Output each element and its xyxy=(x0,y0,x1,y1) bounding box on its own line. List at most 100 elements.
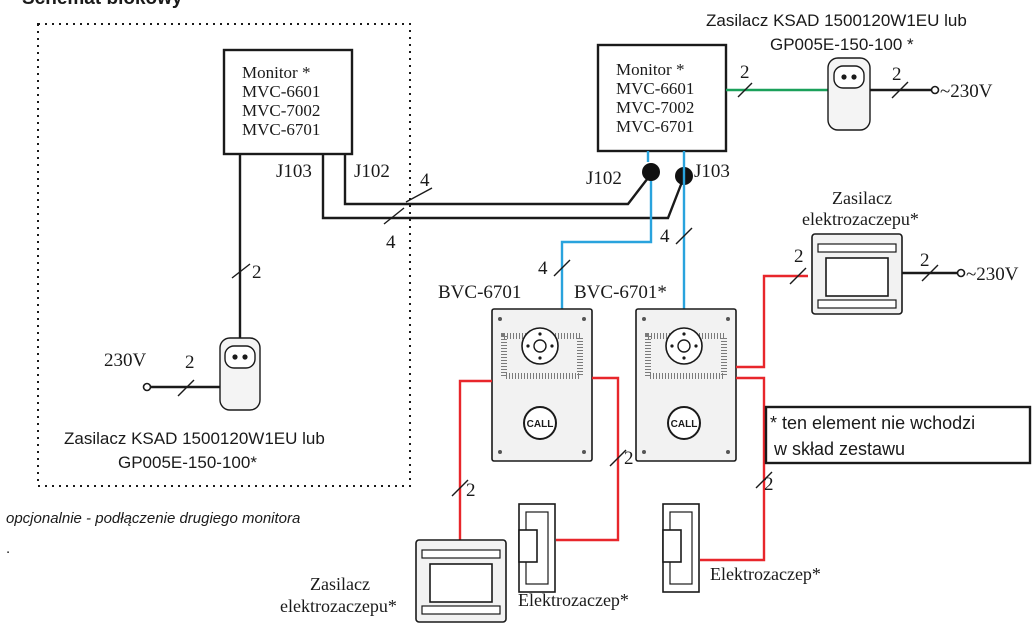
mains-label-lock-psu: ~230V xyxy=(966,264,1019,285)
lock-psu-right-label-2: elektrozaczepu* xyxy=(802,209,919,229)
note-line-2: w skład zestawu xyxy=(773,439,905,459)
note-box xyxy=(764,405,1032,465)
panel-left-led-1 xyxy=(538,332,542,336)
door-panel-left: CALL xyxy=(491,308,593,462)
wire-count-red-left-lock: 2 xyxy=(624,448,634,469)
panel-right-screw-3 xyxy=(642,450,646,454)
panel-right-screw-1 xyxy=(642,317,646,321)
monitor-right-line-2: MVC-6601 xyxy=(616,79,694,98)
panel-right-label: BVC-6701* xyxy=(574,282,667,303)
mains-terminal-left xyxy=(142,382,152,392)
monitor-right-line-4: MVC-6701 xyxy=(616,117,694,136)
optional-note-dot: . xyxy=(6,540,10,557)
panel-right-speaker-grille xyxy=(645,333,727,379)
lock-psu-right-terminals-bottom xyxy=(817,299,897,309)
lock-psu-right-terminals-top xyxy=(817,243,897,253)
monitor-left-line-1: Monitor * xyxy=(242,63,310,82)
cable-monitor-lower xyxy=(321,154,684,220)
panel-right-led-1 xyxy=(682,332,686,336)
wire-count-red-left-bottom: 2 xyxy=(466,480,476,501)
panel-right-camera-lens xyxy=(677,339,691,353)
monitor-left: Monitor * MVC-6601 MVC-7002 MVC-6701 xyxy=(222,48,354,156)
wire-tick-blue-right xyxy=(675,227,693,245)
mains-label-top: ~230V xyxy=(940,81,993,102)
monitor-right-box xyxy=(596,43,728,153)
panel-right-body xyxy=(635,308,737,462)
wire-count-lock-psu-mains: 2 xyxy=(920,250,930,271)
psu-top-pin-2 xyxy=(851,74,857,80)
psu-left-pin-1 xyxy=(232,354,238,360)
psu-left-label-2: GP005E-150-100* xyxy=(118,453,257,472)
panel-left-led-3 xyxy=(526,344,530,348)
panel-left-led-4 xyxy=(550,344,554,348)
panel-left-screw-1 xyxy=(498,317,502,321)
port-label-right-j102: J102 xyxy=(586,168,622,189)
monitor-right: Monitor * MVC-6601 MVC-7002 MVC-6701 xyxy=(596,43,728,153)
wire-count-blue-right: 4 xyxy=(660,226,670,247)
strike-right-latch xyxy=(662,529,682,563)
lock-psu-left-unit xyxy=(415,539,507,623)
strike-right-label: Elektrozaczep* xyxy=(710,564,821,584)
door-panel-right: CALL xyxy=(635,308,737,462)
wire-count-red-right-lock: 2 xyxy=(764,474,774,495)
monitor-right-line-1: Monitor * xyxy=(616,60,684,79)
psu-left-socket xyxy=(224,345,256,369)
wire-tick-left-power xyxy=(231,263,251,279)
wire-tick-left-mains xyxy=(177,379,195,397)
diagram-title: Schemat blokowy xyxy=(22,0,183,9)
lock-psu-left-label-2: elektrozaczepu* xyxy=(280,596,397,616)
psu-top-plug xyxy=(827,57,871,131)
cable-monitor-upper xyxy=(343,154,649,206)
wire-tick-blue-left xyxy=(553,259,571,277)
panel-right-screw-2 xyxy=(726,317,730,321)
panel-left-speaker-grille xyxy=(501,333,583,379)
panel-right-led-4 xyxy=(694,344,698,348)
panel-left-screw-2 xyxy=(582,317,586,321)
wire-count-blue-left: 4 xyxy=(538,258,548,279)
electric-strike-left xyxy=(518,503,556,593)
wire-tick-lock-psu-in xyxy=(789,267,807,285)
panel-left-call-button xyxy=(523,406,557,440)
wire-tick-top-mains xyxy=(891,81,909,99)
lock-psu-left-window xyxy=(429,563,493,603)
psu-left-label-1: Zasilacz KSAD 1500120W1EU lub xyxy=(64,429,325,448)
monitor-left-box xyxy=(222,48,354,156)
psu-top-socket xyxy=(833,65,865,89)
lock-psu-right-unit xyxy=(811,233,903,315)
optional-region-border xyxy=(37,23,411,487)
panel-left-call-text: CALL xyxy=(527,419,554,430)
wire-tick-lower xyxy=(383,207,405,225)
wire-tick-lock-psu-mains xyxy=(921,264,939,282)
monitor-left-line-2: MVC-6601 xyxy=(242,82,320,101)
lock-psu-right-label-1: Zasilacz xyxy=(832,188,892,208)
strike-left-latch xyxy=(518,529,538,563)
panel-right-led-2 xyxy=(682,356,686,360)
cable-red-right-lock xyxy=(700,376,766,562)
wire-count-lock-psu-in: 2 xyxy=(794,246,804,267)
wire-tick-red-left-bottom xyxy=(451,479,469,497)
optional-note: opcjonalnie - podłączenie drugiego monit… xyxy=(6,510,300,527)
strike-left-label: Elektrozaczep* xyxy=(518,590,629,610)
monitor-right-line-3: MVC-7002 xyxy=(616,98,694,117)
lock-psu-left-label-1: Zasilacz xyxy=(310,574,370,594)
panel-left-body xyxy=(491,308,593,462)
panel-right-call-text: CALL xyxy=(671,419,698,430)
port-label-right-j103: J103 xyxy=(694,161,730,182)
port-label-left-j103: J103 xyxy=(276,161,312,182)
wire-count-between-monitors-upper: 4 xyxy=(420,170,430,191)
monitor-left-line-3: MVC-7002 xyxy=(242,101,320,120)
wire-count-between-monitors-lower: 4 xyxy=(386,232,396,253)
psu-left-plug xyxy=(219,337,261,411)
wire-tick-red-left-lock xyxy=(609,449,627,467)
lock-psu-left-terminals-top xyxy=(421,549,501,559)
wire-count-top-mains: 2 xyxy=(892,64,902,85)
panel-left-screw-4 xyxy=(582,450,586,454)
cable-red-lock-psu xyxy=(736,274,808,369)
mains-terminal-top xyxy=(930,85,940,95)
cable-blue-left-panel xyxy=(560,181,653,316)
wire-count-left-mains: 2 xyxy=(185,352,195,373)
wire-count-green-monitor: 2 xyxy=(740,62,750,83)
connector-j102 xyxy=(642,163,660,181)
electric-strike-right xyxy=(662,503,700,593)
